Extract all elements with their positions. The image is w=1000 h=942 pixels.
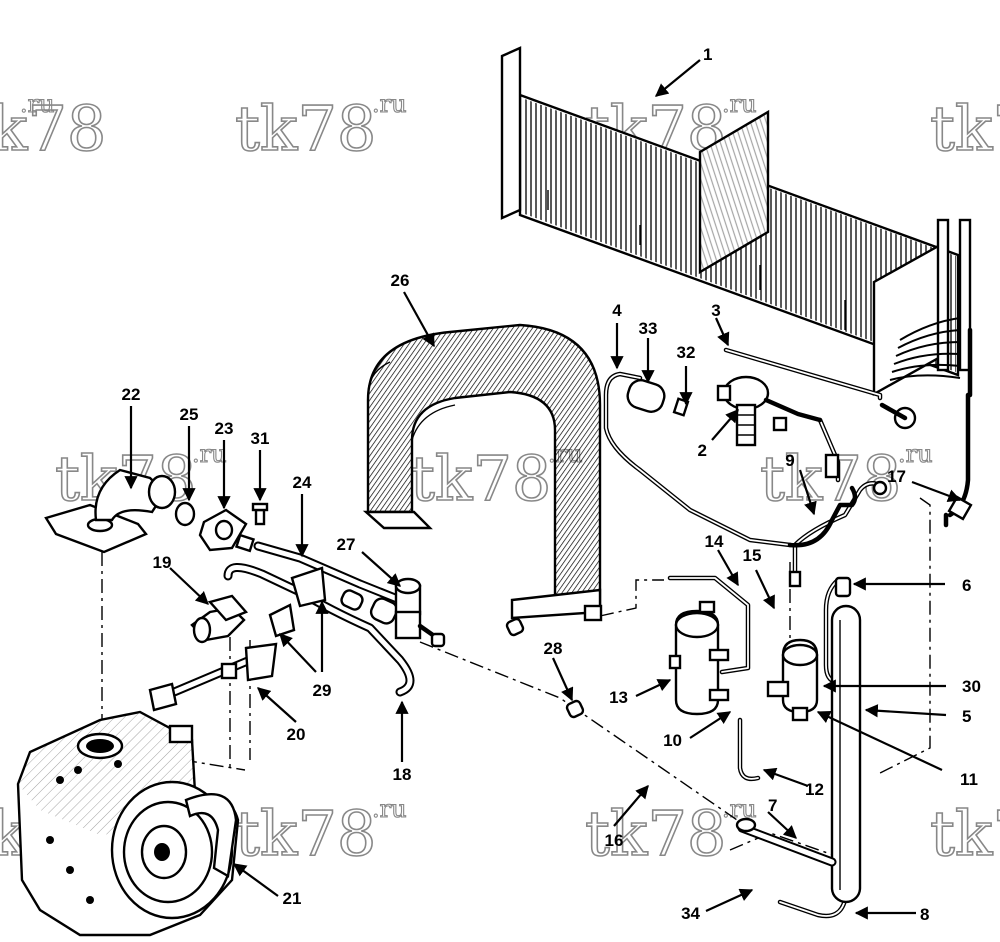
label-17: 17	[887, 467, 906, 486]
watermark-text: tk78	[930, 797, 1000, 870]
label-26: 26	[391, 271, 410, 290]
leader-lines	[124, 59, 962, 920]
label-32: 32	[677, 343, 696, 362]
watermark-suffix: .ru	[898, 440, 933, 468]
label-30: 30	[962, 677, 981, 696]
watermark-text: tk78	[410, 442, 551, 515]
label-5: 5	[962, 707, 971, 726]
evaporator-coil	[362, 323, 603, 622]
label-27: 27	[337, 535, 356, 554]
label-4: 4	[612, 301, 622, 320]
watermark-text: tk78	[760, 442, 901, 515]
receiver-tank	[668, 600, 730, 716]
suction-flange-parts	[44, 468, 269, 554]
service-valve-fittings	[148, 594, 278, 712]
part-number-labels: 1 2 3 4 5 6 7 8 9 10 11 12 13 14 15 16 1…	[122, 45, 981, 924]
watermark-suffix: .ru	[372, 90, 407, 118]
receiver-heat-exchanger	[735, 576, 862, 904]
watermark-suffix: .ru	[372, 795, 407, 823]
watermark-suffix: .ru	[192, 440, 227, 468]
label-12: 12	[805, 780, 824, 799]
label-15: 15	[743, 546, 762, 565]
label-34: 34	[681, 904, 700, 923]
label-1: 1	[703, 45, 712, 64]
condenser-coil	[500, 46, 973, 518]
watermark-text: tk78	[930, 92, 1000, 165]
watermark-text: tk78	[585, 797, 726, 870]
label-18: 18	[393, 765, 412, 784]
label-10: 10	[663, 731, 682, 750]
label-31: 31	[251, 429, 270, 448]
label-25: 25	[180, 405, 199, 424]
watermark-text: tk78	[235, 797, 376, 870]
label-20: 20	[287, 725, 306, 744]
label-24: 24	[293, 473, 312, 492]
condenser-return-bends	[889, 317, 961, 381]
watermark-suffix: .ru	[722, 795, 757, 823]
suction-line-components	[253, 541, 585, 719]
watermark-text: tk78	[0, 92, 106, 165]
label-16: 16	[605, 831, 624, 850]
label-2: 2	[698, 441, 707, 460]
label-28: 28	[544, 639, 563, 658]
label-14: 14	[705, 532, 724, 551]
label-22: 22	[122, 385, 141, 404]
label-8: 8	[920, 905, 929, 924]
label-6: 6	[962, 576, 971, 595]
label-19: 19	[153, 553, 172, 572]
label-21: 21	[283, 889, 302, 908]
label-23: 23	[215, 419, 234, 438]
watermark-suffix: .ru	[20, 90, 55, 118]
watermark-suffix: .ru	[722, 90, 757, 118]
label-11: 11	[960, 770, 978, 789]
label-33: 33	[639, 319, 658, 338]
label-7: 7	[768, 796, 777, 815]
compressor	[16, 710, 240, 937]
watermark-text: tk78	[235, 92, 376, 165]
label-13: 13	[609, 688, 628, 707]
label-9: 9	[785, 451, 794, 470]
label-3: 3	[711, 301, 720, 320]
accumulator-solenoid	[766, 570, 819, 722]
expansion-valve-assembly	[626, 375, 973, 528]
label-29: 29	[313, 681, 332, 700]
